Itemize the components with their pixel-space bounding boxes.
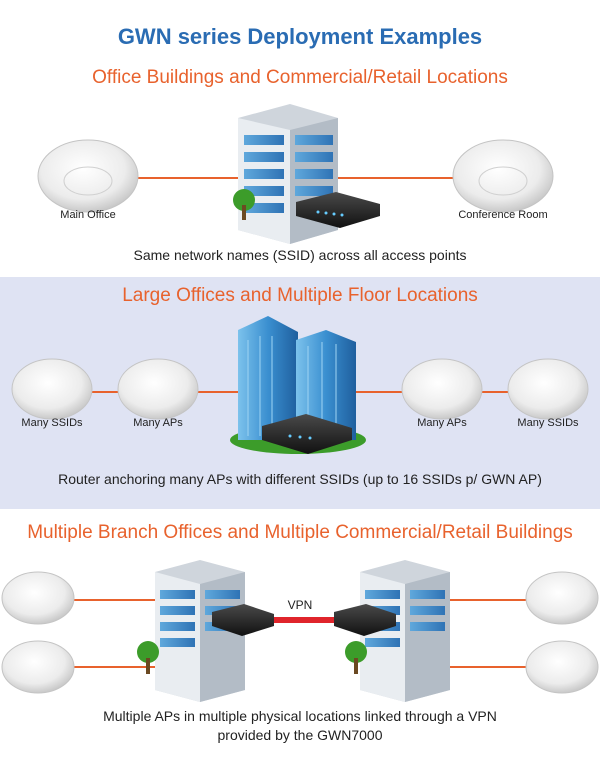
- section-caption-line-2: provided by the GWN7000: [217, 727, 383, 743]
- office-building-icon: [345, 560, 450, 702]
- ap-label-many-aps: Many APs: [133, 417, 183, 429]
- section-heading: Office Buildings and Commercial/Retail L…: [92, 67, 508, 88]
- section-heading: Multiple Branch Offices and Multiple Com…: [27, 522, 573, 543]
- ap-label-many-aps: Many APs: [417, 417, 467, 429]
- page-title: GWN series Deployment Examples: [117, 24, 483, 49]
- access-point-icon: [1, 571, 75, 625]
- section-3-diagram: [1, 560, 599, 702]
- router-icon: [296, 192, 380, 228]
- router-icon: [212, 604, 274, 636]
- section-heading: Large Offices and Multiple Floor Locatio…: [122, 285, 478, 306]
- vpn-label: VPN: [287, 598, 313, 612]
- ap-label-conference-room: Conference Room: [458, 209, 548, 221]
- access-point-icon: [1, 640, 75, 694]
- access-point-icon: [525, 640, 599, 694]
- access-point-icon: [37, 139, 139, 213]
- router-icon: [334, 604, 396, 636]
- access-point-icon: [401, 358, 483, 420]
- access-point-icon: [507, 358, 589, 420]
- ap-label-many-ssids: Many SSIDs: [517, 417, 579, 429]
- ap-label-main-office: Main Office: [60, 209, 116, 221]
- ap-label-many-ssids: Many SSIDs: [21, 417, 83, 429]
- access-point-icon: [525, 571, 599, 625]
- access-point-icon: [11, 358, 93, 420]
- section-caption-line-1: Multiple APs in multiple physical locati…: [103, 708, 497, 724]
- office-building-icon: [137, 560, 245, 702]
- section-caption: Same network names (SSID) across all acc…: [133, 247, 467, 263]
- section-2-diagram: [11, 316, 589, 454]
- section-caption: Router anchoring many APs with different…: [58, 471, 542, 487]
- access-point-icon: [117, 358, 199, 420]
- access-point-icon: [452, 139, 554, 213]
- section-1-diagram: [37, 104, 554, 244]
- router-icon: [262, 414, 352, 454]
